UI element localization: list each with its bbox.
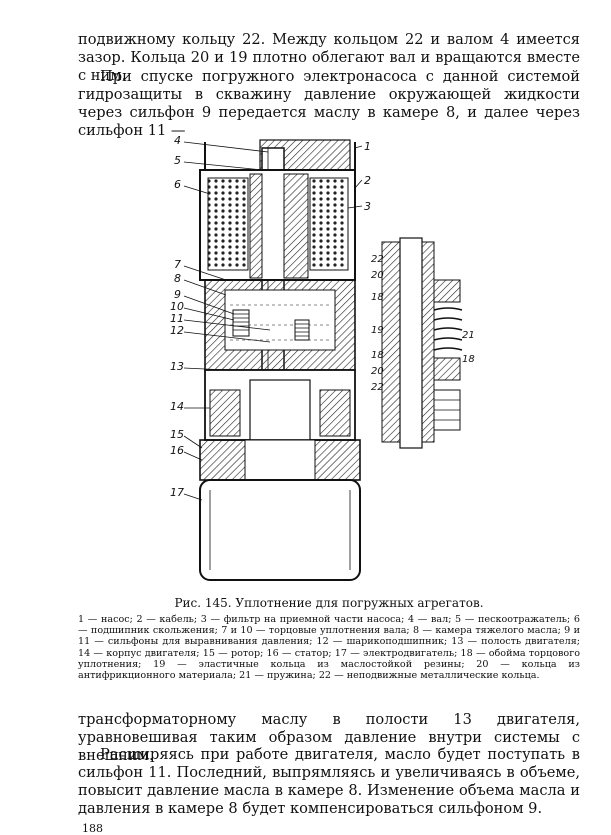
detail-label: 20 <box>371 270 384 281</box>
figure-label: 11 <box>170 312 184 325</box>
paragraph-3: трансформаторному маслу в полости 13 дви… <box>78 711 580 764</box>
figure-label: 13 <box>170 360 184 373</box>
figure-label: 7 <box>174 258 181 271</box>
figure-label: 8 <box>174 272 181 285</box>
page-number: 188 <box>82 822 103 835</box>
detail-label: 20 <box>371 366 384 377</box>
figure-label: 15 <box>170 428 184 441</box>
figure-label: 10 <box>170 300 184 313</box>
detail-label: 18 <box>371 350 384 361</box>
detail-label: 18 <box>371 292 384 303</box>
detail-view <box>375 237 470 449</box>
figure-label: 6 <box>174 178 181 191</box>
main-assembly <box>199 139 361 581</box>
paragraph-2: При спуске погружного электронасоса с да… <box>78 68 580 139</box>
detail-label: 21 <box>462 330 475 341</box>
detail-label: 18 <box>462 354 475 365</box>
seal-drawing: 4 5 6 7 8 9 10 11 12 13 14 15 16 17 1 2 … <box>170 134 475 581</box>
figure-label: 16 <box>170 444 184 457</box>
figure-label: 2 <box>364 174 371 187</box>
detail-label: 22 <box>371 382 384 393</box>
paragraph-4: Расширяясь при работе двигателя, масло б… <box>78 746 580 817</box>
figure-label: 4 <box>174 134 181 147</box>
figure-label: 12 <box>170 324 184 337</box>
figure-label: 3 <box>364 200 371 213</box>
figure-label: 17 <box>170 486 184 499</box>
figure-label: 1 <box>364 140 371 153</box>
detail-label: 19 <box>371 325 384 336</box>
figure-legend: 1 — насос; 2 — кабель; 3 — фильтр на при… <box>78 614 580 682</box>
paragraph-1: подвижному кольцу 22. Между кольцом 22 и… <box>78 31 580 84</box>
figure-label: 5 <box>174 154 181 167</box>
figure-caption: Рис. 145. Уплотнение для погружных агрег… <box>174 596 484 610</box>
figure-label: 14 <box>170 400 184 413</box>
figure-label: 9 <box>174 288 181 301</box>
detail-label: 22 <box>371 254 384 265</box>
